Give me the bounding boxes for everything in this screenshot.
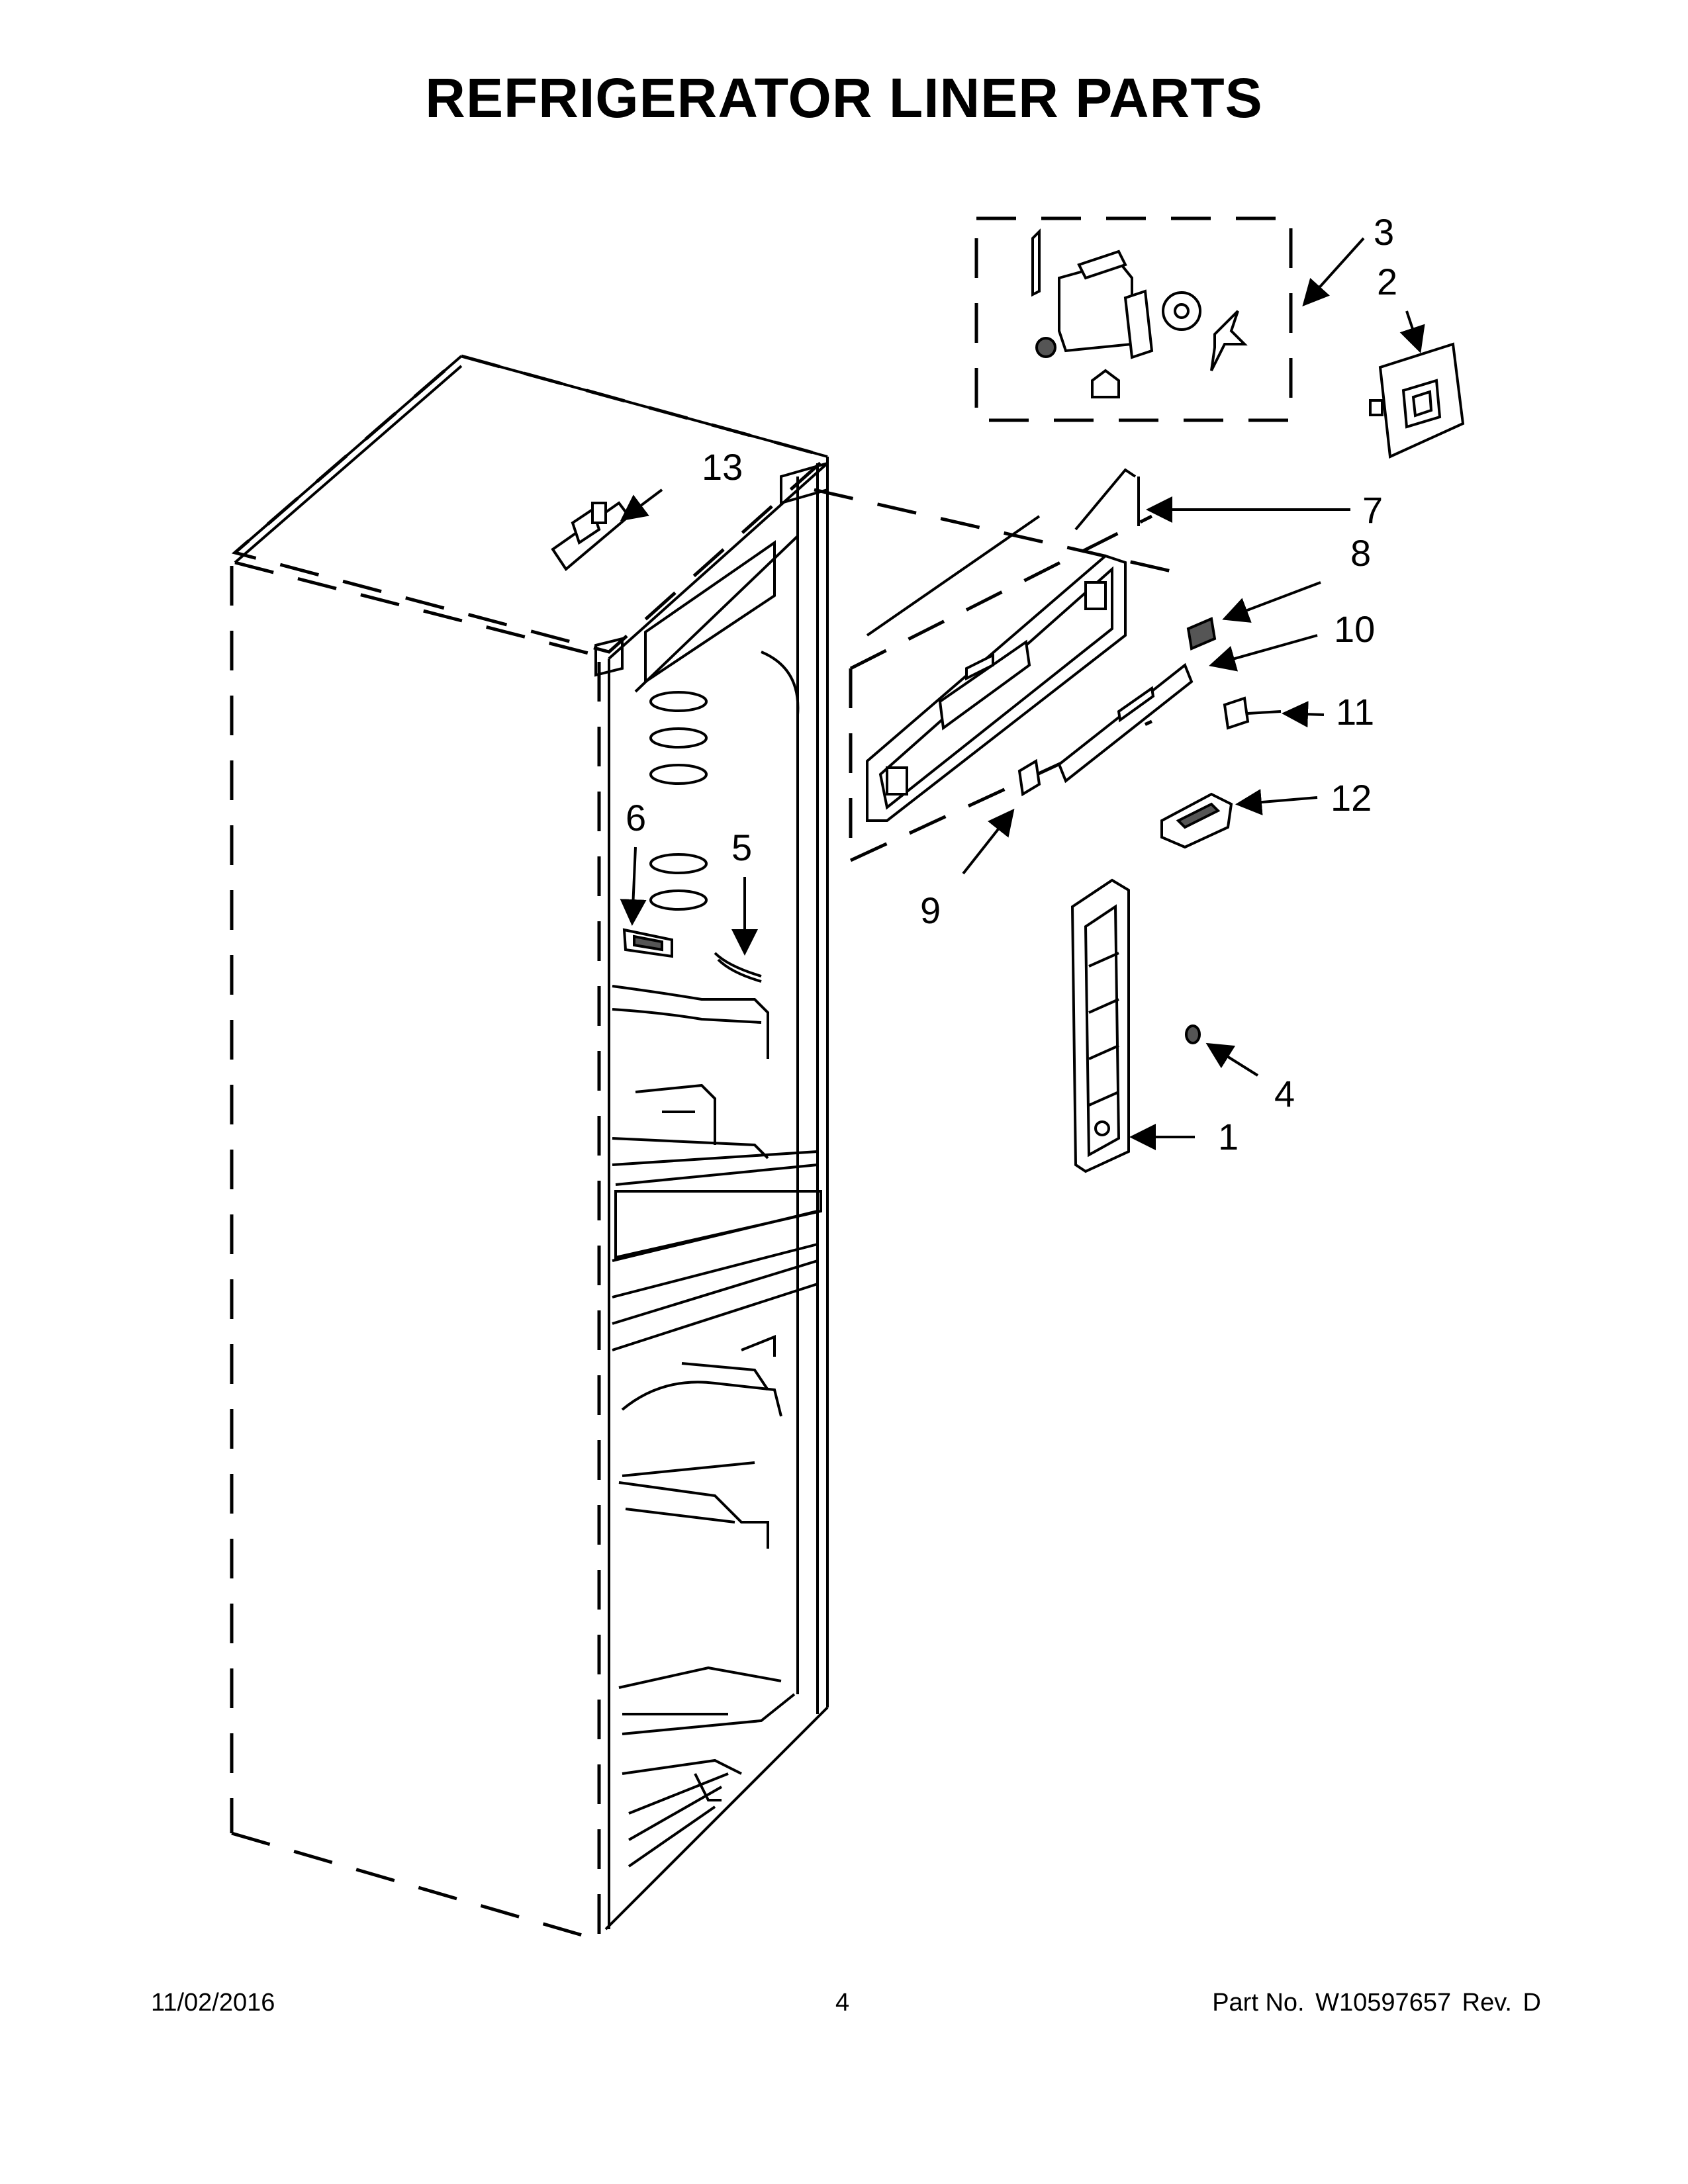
part-number-value: W10597657 [1315,1989,1452,2017]
part-8-switch: 8 [1186,532,1371,651]
revision-value: D [1523,1989,1541,2017]
footer-date: 11/02/2016 [151,1989,275,2017]
vent-slots [649,691,708,911]
control-housing-assembly [814,488,1192,862]
callout-10: 10 [1334,608,1375,650]
callout-5: 5 [731,827,752,868]
refrigerator-liner [230,354,831,1941]
part-13-control-board: 13 [551,446,743,571]
callout-2: 2 [1377,261,1397,302]
callout-3: 3 [1374,211,1394,253]
callout-9: 9 [920,889,941,931]
part-5-tube: 5 [714,827,762,983]
part-3-fan-motor-kit: 3 [974,211,1394,422]
callout-1: 1 [1218,1116,1239,1158]
callout-12: 12 [1331,777,1372,819]
part-10-control-overlay: 10 [1057,608,1375,784]
part-11-thermistor: 11 [1223,691,1374,733]
part-6-light-lens: 6 [620,797,673,958]
part-4-plug: 4 [1185,1024,1295,1115]
callout-13: 13 [702,446,743,488]
callout-4: 4 [1274,1073,1295,1115]
callout-7: 7 [1362,489,1383,531]
callout-6: 6 [626,797,646,839]
revision-label: Rev. [1462,1989,1512,2017]
part-number-label: Part No. [1212,1989,1305,2017]
footer-page-number: 4 [835,1989,850,2017]
part-1-air-tower: 1 [1070,878,1239,1173]
part-9-label: 9 [920,758,1041,931]
footer-part-number: Part No. W10597657 Rev. D [1208,1989,1541,2017]
page-title: REFRIGERATOR LINER PARTS [425,67,1263,129]
part-12-light-housing: 12 [1160,777,1372,849]
callout-11: 11 [1336,691,1374,733]
callout-8: 8 [1350,532,1371,574]
part-2-fan-cover: 2 [1369,261,1465,459]
part-7-gasket: 7 [1074,468,1383,531]
